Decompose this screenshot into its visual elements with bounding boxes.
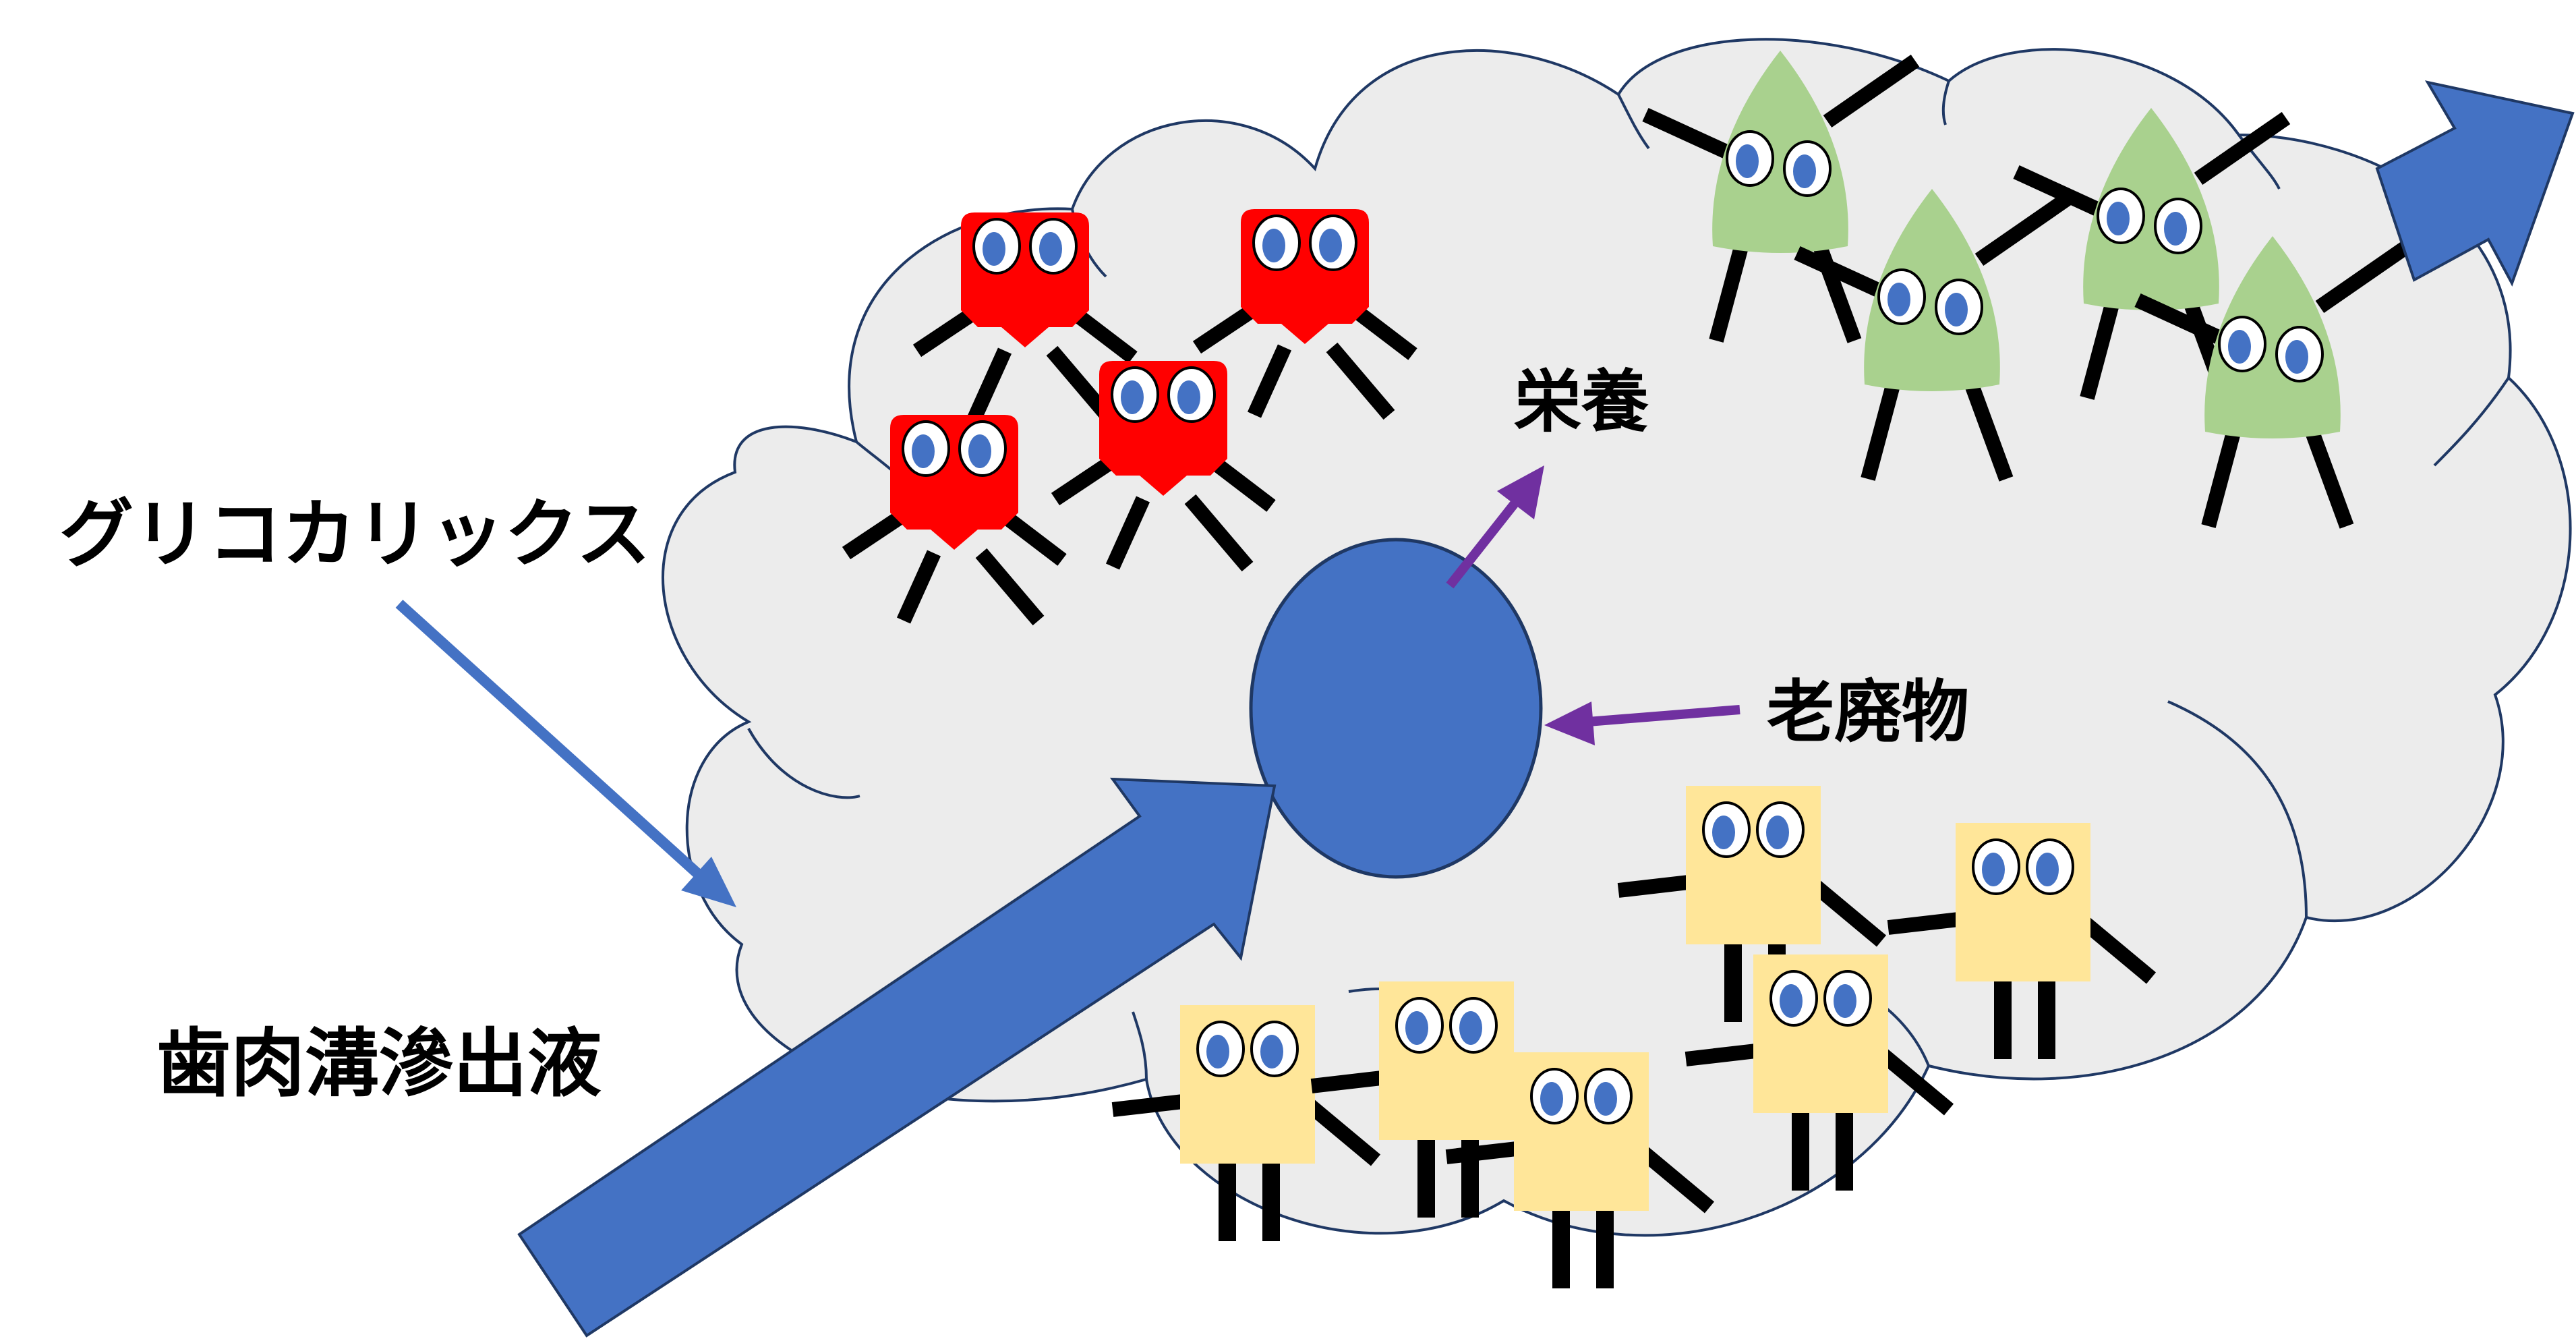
nutrition-label: 栄養 [1514, 362, 1649, 441]
central-circle [1249, 538, 1543, 879]
glycocalyx-label: グリコカリックス [59, 491, 651, 577]
glycocalyx-pointer-arrow [395, 600, 736, 907]
waste-arrow [1544, 702, 1740, 745]
outflow-arrow [2375, 80, 2575, 287]
gcf-label: 歯肉溝滲出液 [156, 1021, 602, 1107]
nutrition-arrow [1446, 465, 1544, 589]
waste-label: 老廃物 [1767, 673, 1969, 751]
gcf-arrow [517, 777, 1277, 1338]
